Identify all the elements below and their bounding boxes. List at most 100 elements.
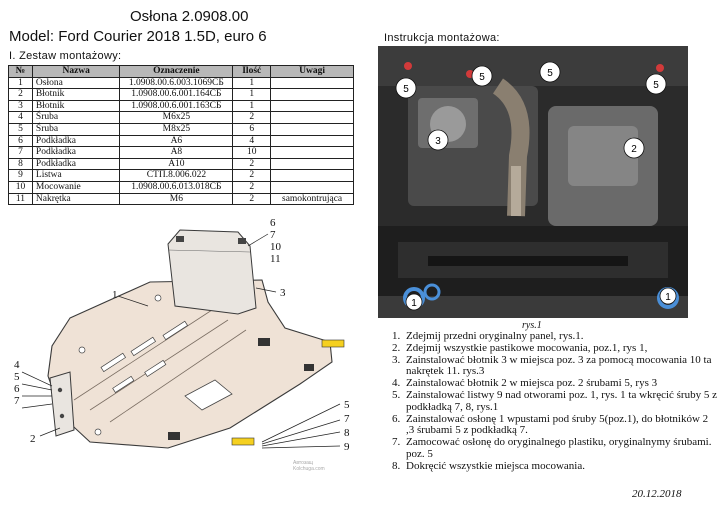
part-code: M6x25: [119, 111, 234, 124]
step-text: Zdejmij przedni oryginalny panel, rys.1.: [406, 330, 584, 342]
part-name: Mocowanie: [31, 180, 121, 194]
step-number: 1.: [392, 330, 401, 342]
callout-5: 5: [14, 371, 20, 383]
part-name: Podkładka: [31, 146, 121, 159]
list-item: 8.Dokręcić wszystkie miejsca mocowania.: [392, 459, 717, 473]
part-quantity: 2: [232, 180, 272, 194]
part-code: СТП.8.006.022: [119, 169, 234, 182]
fender-bracket-3: [167, 229, 257, 315]
column-header: Uwagi: [270, 65, 354, 78]
photo-marker-5a: 5: [403, 84, 409, 95]
callout-5-right: 5: [344, 399, 350, 411]
row-number: 7: [8, 146, 33, 159]
list-item: 7. Zamocować osłonę do oryginalnego plast…: [392, 436, 717, 461]
watermark: Автозащ Kolchuga.com: [293, 460, 325, 472]
callout-11: 11: [270, 253, 281, 265]
part-quantity: 4: [232, 134, 272, 148]
list-item: 6.Zainstalować osłonę 1 wpustami pod śru…: [392, 412, 717, 438]
part-quantity: 2: [232, 169, 272, 182]
part-quantity: 10: [232, 146, 272, 159]
part-name: Śruba: [31, 122, 121, 136]
step-text: Zainstalować błotnik 2 w miejsca poz. 2 …: [406, 377, 658, 390]
part-quantity: 1: [232, 76, 272, 90]
list-item: 1. Zdejmij przedni oryginalny panel, rys.…: [392, 330, 717, 343]
part-note: [270, 111, 354, 124]
step-text: Zamocować osłonę do oryginalnego plastik…: [406, 436, 712, 460]
part-code: 1.0908.00.6.001.164СБ: [119, 88, 234, 101]
step-number: 8.: [392, 459, 401, 472]
part-quantity: 2: [232, 111, 272, 124]
row-number: 11: [8, 192, 33, 206]
skid-plate: [47, 279, 333, 449]
column-header: №: [8, 65, 33, 78]
row-number: 4: [8, 111, 33, 124]
photo-marker-1a: 1: [411, 298, 417, 309]
callout-2: 2: [30, 433, 36, 445]
document-date: 20.12.2018: [632, 488, 682, 500]
part-note: [270, 122, 354, 136]
part-note: [270, 88, 354, 101]
list-item: 2.Zdejmij wszystkie pastikowe mocowania,…: [392, 342, 717, 355]
part-note: [270, 99, 354, 113]
step-number: 5.: [392, 388, 401, 401]
instructions-title: Instrukcja montażowa:: [384, 32, 500, 44]
part-quantity: 1: [232, 88, 272, 101]
callout-4: 4: [14, 359, 20, 371]
row-number: 2: [8, 88, 33, 101]
row-number: 6: [8, 134, 33, 148]
column-header: Nazwa: [31, 65, 121, 78]
photo-marker-1b: 1: [665, 292, 671, 303]
part-code: M6: [119, 192, 234, 206]
part-code: A10: [119, 157, 234, 171]
callout-7-right: 7: [344, 413, 350, 425]
row-number: 3: [8, 99, 33, 113]
part-code: A8: [119, 146, 234, 159]
mounting-strips: [231, 339, 345, 446]
photo-marker-5d: 5: [653, 80, 659, 91]
fender-bracket-2: [49, 371, 75, 437]
watermark-line: Kolchuga.com: [293, 466, 325, 472]
part-quantity: 1: [232, 99, 272, 113]
page-title: Osłona 2.0908.00: [130, 8, 249, 25]
row-number: 5: [8, 122, 33, 136]
part-name: Nakrętka: [31, 192, 121, 206]
part-note: [270, 146, 354, 159]
callout-1: 1: [112, 289, 118, 301]
part-note: [270, 157, 354, 171]
step-text: Zainstalować listwy 9 nad otworami poz. …: [406, 388, 717, 413]
part-name: Śruba: [31, 111, 121, 124]
callout-9: 9: [344, 441, 350, 453]
callout-7-left: 7: [14, 395, 20, 407]
part-code: A6: [119, 134, 234, 148]
photo-marker-3: 3: [435, 136, 441, 147]
parts-section-title: I. Zestaw montażowy:: [9, 50, 122, 62]
callout-6: 6: [270, 217, 276, 229]
row-number: 8: [8, 157, 33, 171]
row-number: 1: [8, 76, 33, 90]
photo-marker-5c: 5: [547, 68, 553, 79]
part-note: samokontrująca: [270, 192, 354, 206]
step-text: Zainstalować osłonę 1 wpustami pod śruby…: [406, 412, 709, 437]
step-number: 7.: [392, 436, 401, 449]
list-item: 5. Zainstalować listwy 9 nad otworami poz…: [392, 388, 717, 414]
list-item: 4.Zainstalować błotnik 2 w miejsca poz. …: [392, 377, 717, 390]
part-code: 1.0908.00.6.001.163СБ: [119, 99, 234, 113]
part-name: Osłona: [31, 76, 121, 90]
part-note: [270, 169, 354, 182]
part-code: M8x25: [119, 122, 234, 136]
part-quantity: 2: [232, 192, 272, 206]
installation-steps: 1. Zdejmij przedni oryginalny panel, rys.…: [392, 330, 717, 473]
part-name: Listwa: [31, 169, 121, 182]
